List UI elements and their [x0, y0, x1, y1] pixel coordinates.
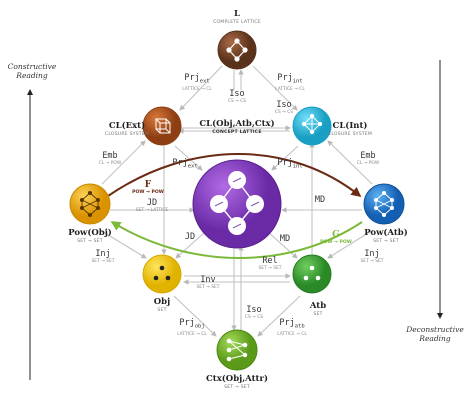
functor-f-arc	[107, 153, 362, 198]
node-pow-obj-label: Pow(Obj)SET → SET	[68, 228, 112, 244]
powerset-lattice-icon	[79, 190, 101, 218]
edge-prj-obj: Prjobj LATTICE → CL	[177, 318, 207, 337]
node-l[interactable]	[217, 30, 257, 70]
edge-prj-ext-mid: Prjext	[172, 158, 198, 170]
dots-icon	[303, 265, 321, 281]
node-concept-lattice[interactable]	[192, 159, 282, 249]
lattice-icon	[226, 38, 248, 62]
node-pow-atb[interactable]	[363, 183, 405, 225]
functor-g-arc	[110, 221, 363, 259]
node-pow-obj[interactable]	[69, 183, 111, 225]
edge-prj-ext-top: Prjext LATTICE → CL	[182, 73, 212, 92]
bipartite-graph-icon	[226, 338, 248, 362]
node-cl-int[interactable]	[292, 106, 332, 146]
node-pow-atb-label: Pow(Atb)SET → SET	[364, 228, 408, 244]
edge-prj-int-mid: Prjint	[277, 158, 303, 170]
node-ctx-label: Ctx(Obj,Attr)SET → SET	[206, 374, 268, 390]
node-obj[interactable]	[142, 254, 182, 294]
cube-lattice-icon	[155, 118, 171, 134]
edge-prj-int-top: Prjint LATTICE → CL	[275, 73, 305, 92]
edge-jd-lower: JD	[184, 232, 196, 242]
cube-lattice-icon	[301, 113, 323, 135]
powerset-lattice-icon	[373, 190, 395, 218]
edge-md-lower: MD	[279, 234, 291, 244]
functor-g-label: G POW → POW	[320, 230, 352, 245]
node-cl-ext-label: CL(Ext)CLOSURE SYSTEM	[104, 121, 150, 137]
node-concept-label: CL(Obj,Atb,Ctx)CONCEPT LATTICE	[199, 119, 275, 135]
node-cl-ext[interactable]	[142, 106, 182, 146]
edge-md-upper: MD	[314, 195, 326, 205]
node-atb[interactable]	[292, 254, 332, 294]
edge-prj-atb: Prjatb LATTICE → CL	[277, 318, 307, 337]
node-ctx[interactable]	[216, 329, 258, 371]
dots-icon	[153, 265, 171, 281]
node-cl-int-label: CL(Int)CLOSURE SYSTEM	[327, 121, 373, 137]
functor-f-label: F POW → POW	[132, 180, 164, 195]
